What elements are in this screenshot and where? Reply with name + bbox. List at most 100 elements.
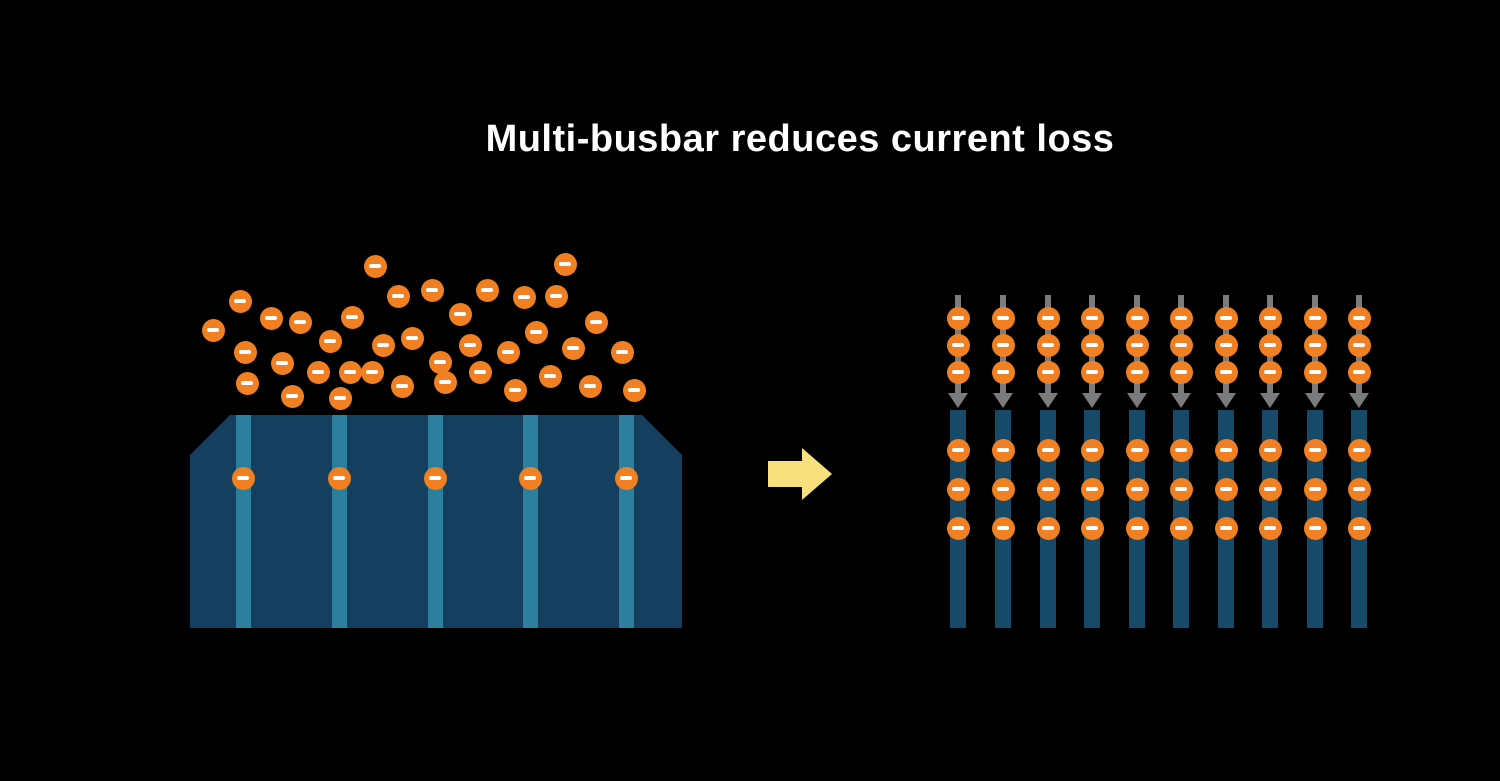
minus-icon [1220,316,1232,320]
bar-electron [991,438,1015,462]
minus-icon [544,374,556,378]
minus-icon [952,487,964,491]
bar-electron [1214,438,1238,462]
bar-electron [1258,438,1282,462]
minus-icon [1264,316,1276,320]
flow-electron [991,360,1015,384]
bar-electron [1347,477,1371,501]
scattered-electron [468,360,492,384]
flow-electron [991,333,1015,357]
down-arrow-head-icon [1038,393,1058,408]
down-arrow-head-icon [1216,393,1236,408]
bar-electron [1303,438,1327,462]
minus-icon [265,316,277,320]
bar-electron [1080,516,1104,540]
scattered-electron [371,333,395,357]
minus-icon [241,381,253,385]
minus-icon [239,350,251,354]
scattered-electron [340,305,364,329]
minus-icon [1220,448,1232,452]
minus-icon [1353,343,1365,347]
minus-icon [997,316,1009,320]
minus-icon [997,487,1009,491]
flow-electron [1214,333,1238,357]
minus-icon [276,361,288,365]
bar-electron [991,477,1015,501]
bar-electron [1303,477,1327,501]
bar-electron [1303,516,1327,540]
flow-electron [1080,360,1104,384]
flow-electron [1347,306,1371,330]
minus-icon [1353,448,1365,452]
bar-electron [1169,477,1193,501]
busbar-ribbon [618,415,634,628]
scattered-electron [503,378,527,402]
scattered-electron [328,386,352,410]
minus-icon [628,388,640,392]
scattered-electron [201,318,225,342]
bar-electron [1080,477,1104,501]
bar-electron [1347,438,1371,462]
minus-icon [237,476,249,480]
flow-electron [946,333,970,357]
flow-electron [946,306,970,330]
flow-electron [1036,360,1060,384]
flow-electron [1125,333,1149,357]
minus-icon [1353,370,1365,374]
minus-icon [369,264,381,268]
bar-electron [1036,477,1060,501]
scattered-electron [280,384,304,408]
scattered-electron [458,333,482,357]
bar-electron [1036,438,1060,462]
minus-icon [1309,448,1321,452]
scattered-electron [259,306,283,330]
bar-electron [991,516,1015,540]
down-arrow-head-icon [1082,393,1102,408]
busbar-ribbon [427,415,443,628]
minus-icon [616,350,628,354]
busbar-electron [518,466,542,490]
bar-electron [1125,516,1149,540]
minus-icon [509,388,521,392]
bar-electron [946,438,970,462]
diagram-title: Multi-busbar reduces current loss [485,118,1115,160]
scattered-electron [338,360,362,384]
flow-electron [1258,306,1282,330]
busbar-ribbon [331,415,347,628]
scattered-electron [428,350,452,374]
busbar-ribbon [235,415,251,628]
scattered-electron [448,302,472,326]
bar-electron [1214,516,1238,540]
minus-icon [952,370,964,374]
minus-icon [324,339,336,343]
scattered-electron [390,374,414,398]
busbar-electron [614,466,638,490]
flow-electron [1258,333,1282,357]
bar-electron [1258,516,1282,540]
minus-icon [1264,526,1276,530]
scattered-electron [538,364,562,388]
minus-icon [1042,487,1054,491]
bar-electron [1125,477,1149,501]
flow-electron [1214,360,1238,384]
minus-icon [1131,526,1143,530]
minus-icon [524,476,536,480]
minus-icon [1131,370,1143,374]
bar-electron [1125,438,1149,462]
busbar-electron [231,466,255,490]
minus-icon [1309,370,1321,374]
minus-icon [464,343,476,347]
minus-icon [286,394,298,398]
minus-icon [1042,448,1054,452]
minus-icon [1309,487,1321,491]
flow-electron [1303,360,1327,384]
minus-icon [1131,448,1143,452]
minus-icon [1175,343,1187,347]
flow-electron [1080,306,1104,330]
down-arrow-head-icon [1127,393,1147,408]
scattered-electron [288,310,312,334]
scattered-electron [553,252,577,276]
down-arrow-head-icon [1349,393,1369,408]
scattered-electron [496,340,520,364]
minus-icon [1264,370,1276,374]
